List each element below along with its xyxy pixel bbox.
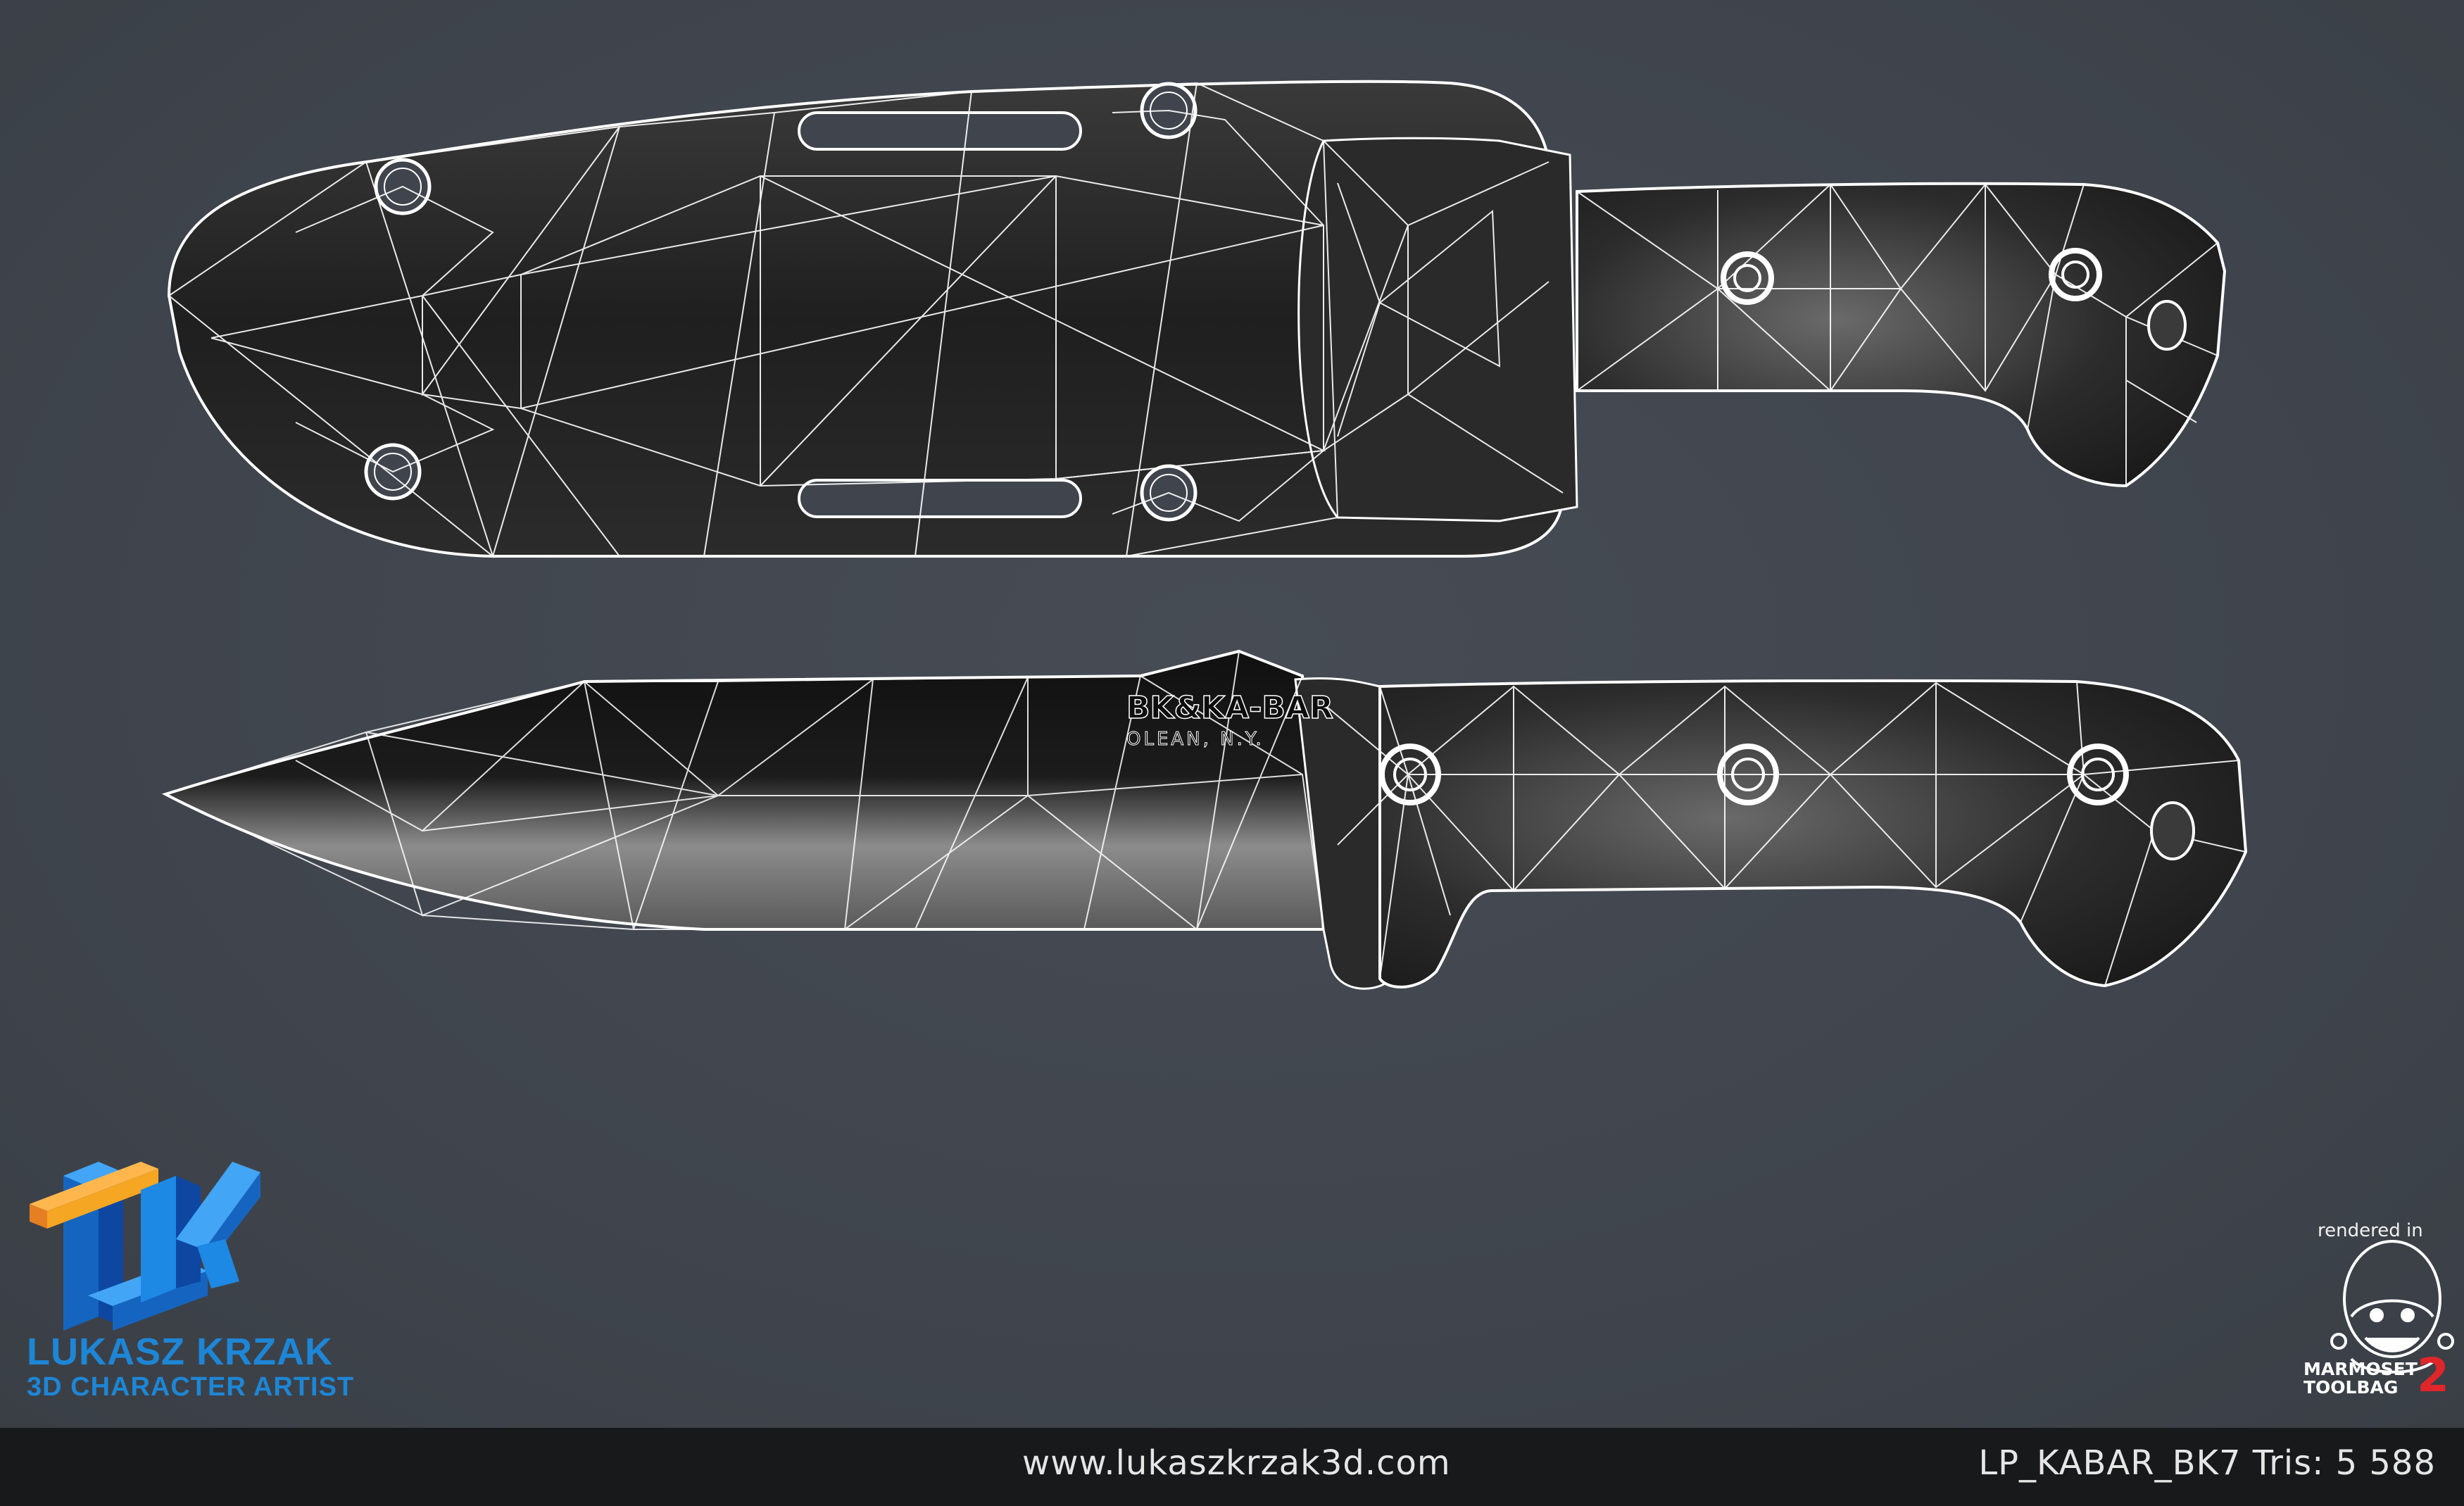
sheath-wireframe: [168, 82, 1564, 558]
sheath-handle: [1576, 182, 2227, 488]
sheath-handle-rivets: [1721, 248, 2187, 351]
rendered-in-label: rendered in: [2318, 1220, 2423, 1241]
sheath-throat: [1297, 137, 1578, 522]
renderer-version: 2: [2417, 1348, 2449, 1403]
sheath-handle-wireframe: [1576, 183, 2218, 486]
blade-wireframe: [163, 650, 1324, 931]
sheath-slot-bottom: [798, 479, 1082, 518]
viewport: BK&KA-BAR OLEAN, N.Y.: [0, 0, 2464, 1428]
artist-branding: LUKASZ KRZAK 3D CHARACTER ARTIST: [27, 1333, 354, 1400]
renderer-line1: MARMOSET: [2303, 1359, 2418, 1379]
model-info: LP_KABAR_BK7 Tris: 5 588: [1978, 1443, 2436, 1483]
renderer-line2: TOOLBAG: [2303, 1377, 2399, 1398]
renderer-brand: MARMOSET TOOLBAG: [2303, 1360, 2418, 1398]
artist-name: LUKASZ KRZAK: [27, 1331, 333, 1373]
artist-role: 3D CHARACTER ARTIST: [27, 1372, 355, 1402]
sheath-model: [167, 80, 2227, 558]
wireframe-render: BK&KA-BAR OLEAN, N.Y.: [30, 80, 2454, 1374]
sheath-slot-top: [798, 111, 1082, 151]
blade-stamp-line2: OLEAN, N.Y.: [1126, 729, 1264, 750]
website-link[interactable]: www.lukaszkrzak3d.com: [1022, 1443, 1451, 1483]
lk-cube-logo-icon: [30, 1162, 260, 1331]
footer-bar: www.lukaszkrzak3d.com LP_KABAR_BK7 Tris:…: [0, 1428, 2464, 1506]
knife-model: BK&KA-BAR OLEAN, N.Y.: [161, 649, 2248, 990]
knife-handle: [1378, 679, 2248, 989]
knife-handle-rivets: [1379, 743, 2195, 860]
blade-stamp-line1: BK&KA-BAR: [1126, 690, 1333, 726]
marmoset-monkey-icon: [2330, 1240, 2454, 1374]
